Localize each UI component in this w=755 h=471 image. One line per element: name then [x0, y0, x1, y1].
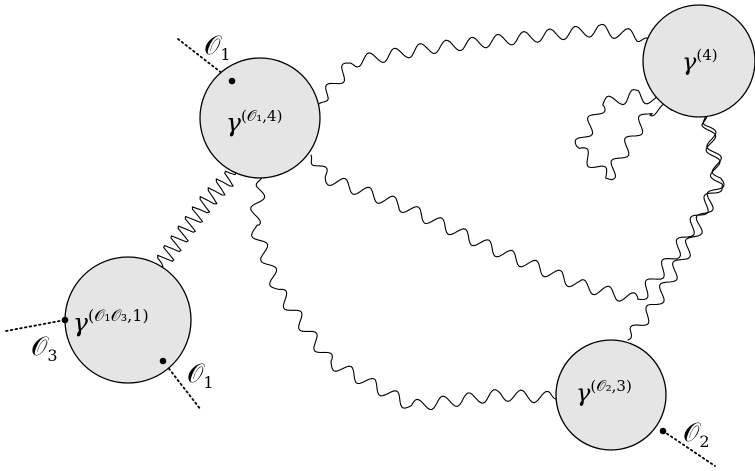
- vertex-dots: [61, 77, 667, 435]
- label-operator-o1-top: 𝒪1: [204, 31, 231, 64]
- blob-gamma-o2-3: [555, 339, 667, 451]
- propagator-b2-loop: [574, 88, 675, 181]
- blob-gamma-o1-4: [199, 57, 321, 179]
- label-gamma-o1o3-1: γ(𝒪₁𝒪₃,1): [73, 306, 149, 337]
- label-operator-o2: 𝒪2: [683, 418, 710, 451]
- leg-o2-right: [662, 430, 716, 467]
- label-operator-o1-bottom: 𝒪1: [187, 359, 214, 392]
- label-gamma-o1-4: γ(𝒪₁,4): [226, 107, 282, 137]
- blob-gamma-4: [642, 4, 755, 118]
- leg-o3-left: [5, 319, 66, 332]
- propagator-b2-b4: [627, 113, 725, 341]
- propagator-b3-b1: [157, 169, 237, 269]
- leg-o1-bottom: [162, 360, 202, 411]
- propagator-lines: [157, 23, 725, 411]
- label-operator-o3: 𝒪3: [31, 332, 58, 365]
- label-gamma-o2-3: γ(𝒪₂,3): [576, 377, 632, 407]
- vertex-dot-o1-top: [228, 77, 236, 85]
- vertex-dot-o1-bottom: [159, 357, 167, 365]
- propagator-b1-b2: [318, 23, 649, 105]
- propagator-b1-b4: [250, 176, 561, 411]
- label-gamma-4: γ(4): [682, 46, 718, 76]
- vertex-dot-o3: [61, 316, 69, 324]
- propagator-b1-b2-lower: [310, 113, 723, 302]
- vertex-dot-o2: [659, 427, 667, 435]
